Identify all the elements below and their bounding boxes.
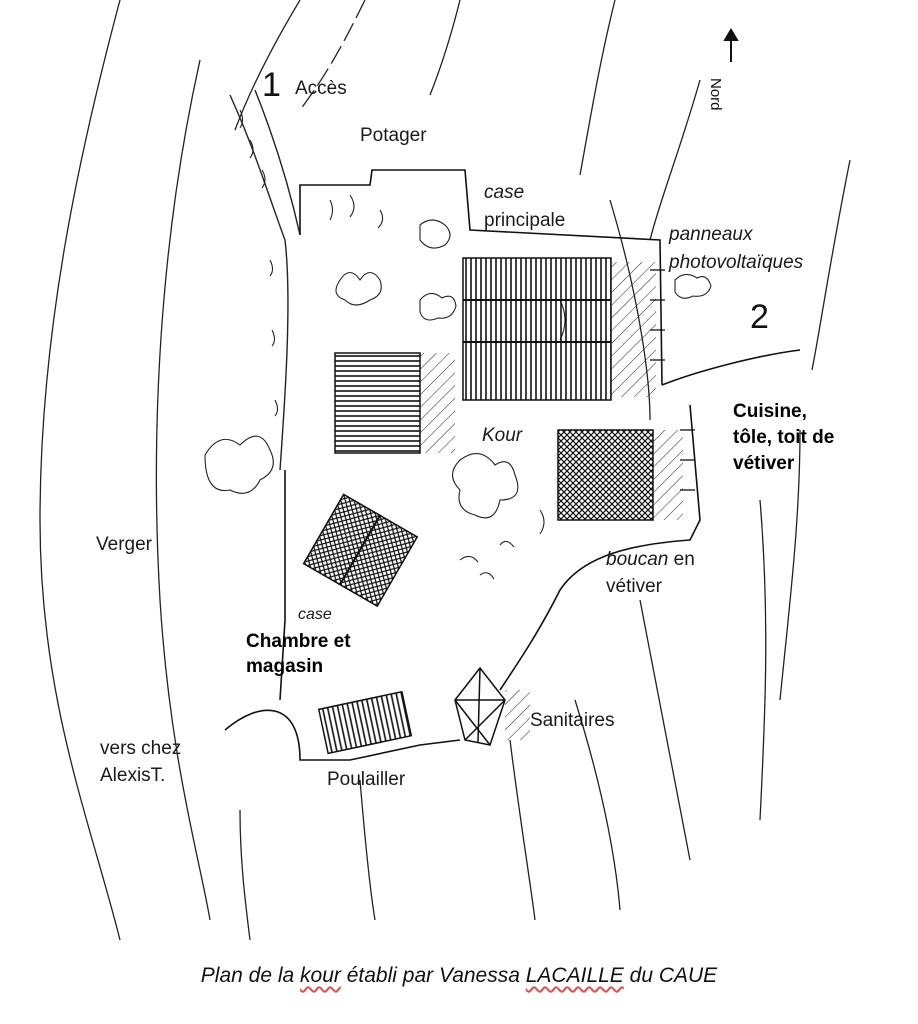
- label-panneaux-2: photovoltaïques: [669, 252, 804, 273]
- label-vers-chez: vers chez: [100, 738, 182, 759]
- label-sanitaires: Sanitaires: [530, 710, 615, 731]
- panel-ticks: [650, 269, 695, 491]
- label-poulailler: Poulailler: [327, 769, 406, 790]
- label-case-principale-1: case: [484, 182, 525, 203]
- label-cuisine-1: Cuisine,: [733, 401, 807, 422]
- left-building: [334, 352, 455, 454]
- site-plan-sketch: [39, 0, 851, 940]
- label-case-principale-2: principale: [484, 210, 566, 231]
- access-number-2: 2: [750, 298, 769, 336]
- caption-part-2: établi par Vanessa: [340, 964, 526, 987]
- label-potager: Potager: [360, 125, 427, 146]
- caption-part-1: Plan de la: [200, 964, 301, 987]
- label-boucan-en: en: [668, 549, 695, 570]
- label-chambre-1: Chambre et: [246, 631, 351, 652]
- courtyard-outline: [224, 169, 801, 761]
- label-boucan-word: boucan: [606, 549, 669, 570]
- label-boucan-1: boucan en: [606, 549, 695, 571]
- label-cuisine-2: tôle, toit de: [733, 427, 835, 448]
- terrain-contours: [39, 0, 851, 940]
- north-arrow-icon: [723, 28, 739, 62]
- label-kour: Kour: [482, 425, 523, 446]
- map-caption: Plan de la kour établi par Vanessa LACAI…: [0, 964, 918, 988]
- access-number: 1: [262, 66, 281, 104]
- boucan-building: [302, 493, 419, 608]
- kitchen-building: [557, 429, 683, 521]
- access-path: [229, 89, 301, 471]
- caption-lacaille: LACAILLE: [525, 964, 624, 987]
- caption-part-3: du CAUE: [623, 964, 718, 987]
- label-acces: Accès: [295, 78, 347, 99]
- caption-kour: kour: [300, 964, 341, 987]
- main-house: [462, 257, 656, 401]
- sanitaires-building: [454, 666, 530, 746]
- label-chambre-2: magasin: [246, 656, 324, 677]
- label-verger: Verger: [96, 534, 152, 555]
- label-cuisine-3: vétiver: [733, 453, 795, 474]
- poulailler-building: [317, 690, 413, 755]
- label-case-small: case: [298, 606, 332, 623]
- label-alexis: AlexisT.: [100, 765, 166, 786]
- label-panneaux-1: panneaux: [669, 224, 753, 245]
- label-boucan-2: vétiver: [606, 576, 662, 597]
- north-label: Nord: [707, 78, 724, 111]
